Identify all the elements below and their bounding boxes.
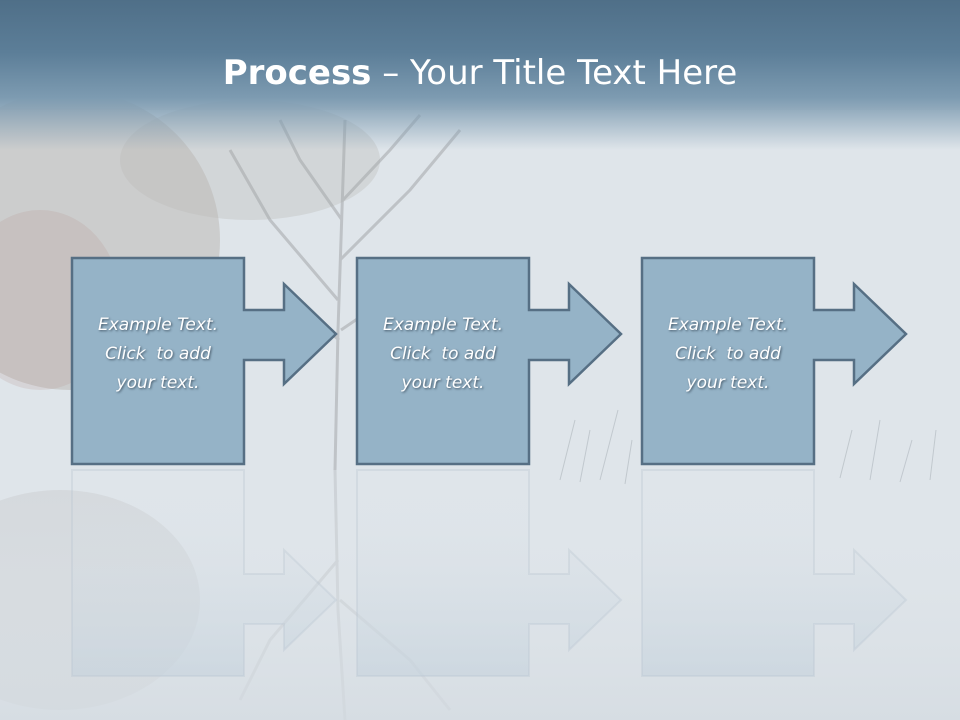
process-step-text-line: Click to add bbox=[390, 344, 496, 364]
title-bold-text: Process bbox=[222, 53, 372, 93]
slide-title[interactable]: Process – Your Title Text Here bbox=[0, 50, 960, 96]
process-step-text-line: Click to add bbox=[105, 344, 211, 364]
title-rest-text: – Your Title Text Here bbox=[371, 53, 738, 93]
process-step-reflection bbox=[641, 469, 908, 677]
process-step-text-line: Example Text. bbox=[667, 315, 789, 335]
process-step-reflection-shape bbox=[641, 469, 908, 677]
process-step-text-line: your text. bbox=[686, 373, 770, 393]
title-bar bbox=[0, 0, 960, 150]
process-step-text-line: Click to add bbox=[675, 344, 781, 364]
process-step-text[interactable]: Example Text. Click to add your text. bbox=[642, 311, 814, 398]
process-step-text-line: Example Text. bbox=[97, 315, 219, 335]
process-step-arrow-shape[interactable] bbox=[355, 256, 623, 466]
process-step-text-line: Example Text. bbox=[382, 315, 504, 335]
process-step-text-line: your text. bbox=[401, 373, 485, 393]
process-step-reflection bbox=[356, 469, 623, 677]
process-step-text-line: your text. bbox=[116, 373, 200, 393]
process-step-text[interactable]: Example Text. Click to add your text. bbox=[72, 311, 244, 398]
process-step-arrow-shape[interactable] bbox=[640, 256, 908, 466]
process-step-text[interactable]: Example Text. Click to add your text. bbox=[357, 311, 529, 398]
process-step-arrow-shape[interactable] bbox=[70, 256, 338, 466]
process-step-reflection-shape bbox=[71, 469, 338, 677]
process-step-reflection-shape bbox=[356, 469, 623, 677]
process-step-reflection bbox=[71, 469, 338, 677]
